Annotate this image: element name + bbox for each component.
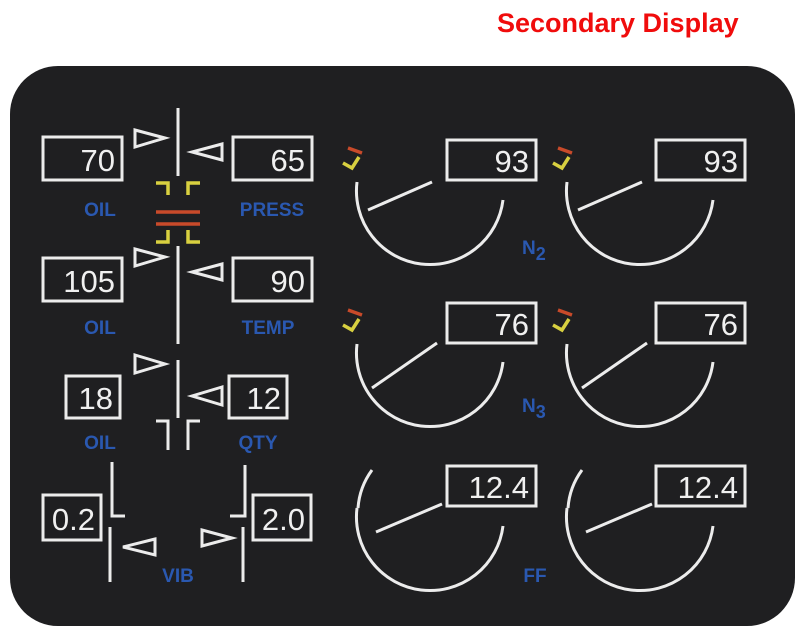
oil-temp-left-box [41, 256, 124, 303]
pointer-right-icon [186, 262, 224, 282]
display-screen [10, 66, 795, 626]
redline-mark-icon [557, 146, 573, 155]
vib-label: VIB [162, 566, 194, 587]
n3-left-box [445, 301, 538, 345]
vib-left-scale [108, 462, 125, 582]
n3-left-gauge: 76 [342, 301, 538, 429]
vib-right-value: 2.0 [262, 502, 305, 537]
n2-label-sub: 2 [536, 244, 546, 264]
n3-label-sub: 3 [536, 402, 546, 422]
vib-right-box [251, 493, 313, 542]
ff-left-box [445, 464, 538, 508]
oil-temp-group: 105 90 OIL TEMP [41, 246, 314, 344]
vib-left-value: 0.2 [52, 502, 95, 537]
pointer-left-icon [133, 128, 171, 150]
redline-mark-icon [347, 308, 363, 317]
gauge-arc [564, 181, 715, 267]
oil-temp-right-box [231, 256, 314, 303]
ff-right-gauge: 12.4 [564, 464, 747, 593]
pointer-right-icon [200, 528, 238, 548]
ff-gauges: 12.4 12.4 FF [354, 464, 747, 593]
oil-press-group: 70 65 OIL PRESS [41, 108, 314, 244]
ff-right-value: 12.4 [678, 470, 738, 505]
gauge-needle [581, 341, 648, 390]
oil-qty-group: 18 12 OIL QTY [64, 352, 289, 454]
n2-label-main: N [522, 238, 536, 259]
n3-left-value: 76 [495, 307, 529, 342]
oil-press-left-value: 70 [81, 143, 115, 178]
gauge-arc [564, 469, 715, 593]
vib-left-box [41, 493, 103, 542]
temp-label: TEMP [242, 318, 295, 339]
gauge-needle [577, 180, 643, 212]
caution-mark-icon [552, 318, 571, 333]
n3-right-box [654, 301, 747, 345]
oil-qty-left-box [64, 374, 122, 420]
oil-qty-left-value: 18 [79, 381, 113, 416]
oil-label: OIL [84, 318, 116, 339]
gauge-arc [354, 469, 505, 593]
n3-label: N3 [522, 396, 546, 422]
caution-bracket-icon [156, 181, 200, 244]
oil-press-left-box [41, 135, 124, 182]
n2-right-value: 93 [704, 144, 738, 179]
pointer-left-icon [122, 537, 157, 557]
oil-label: OIL [84, 433, 116, 454]
n2-label: N2 [522, 238, 546, 264]
gauge-needle [585, 502, 653, 534]
pointer-left-icon [133, 247, 171, 269]
press-label: PRESS [240, 200, 304, 221]
redline-mark-icon [557, 308, 573, 317]
vib-right-scale [230, 465, 247, 582]
caution-mark-icon [552, 156, 571, 171]
n3-gauges: 76 76 N3 [342, 301, 747, 429]
oil-qty-right-box [227, 374, 289, 420]
n3-right-gauge: 76 [552, 301, 747, 429]
gauge-needle [367, 180, 433, 212]
pointer-right-icon [186, 384, 224, 408]
oil-label: OIL [84, 200, 116, 221]
gauge-needle [375, 502, 443, 534]
n2-right-gauge: 93 [552, 138, 747, 267]
oil-press-right-value: 65 [271, 143, 305, 178]
ff-label: FF [523, 566, 546, 587]
oil-temp-right-value: 90 [271, 264, 305, 299]
gauge-arc [354, 343, 505, 429]
n2-gauges: 93 93 N2 [342, 138, 747, 267]
n2-right-box [654, 138, 747, 182]
ff-left-value: 12.4 [469, 470, 529, 505]
n3-right-value: 76 [704, 307, 738, 342]
ff-left-gauge: 12.4 [354, 464, 538, 593]
limit-bracket-icon [156, 419, 200, 450]
redline-mark-icon [347, 146, 363, 155]
oil-press-right-box [231, 135, 314, 182]
gauge-needle [371, 341, 438, 390]
oil-qty-right-value: 12 [247, 381, 281, 416]
pointer-right-icon [186, 142, 224, 162]
n2-left-value: 93 [495, 144, 529, 179]
vib-group: 0.2 2.0 VIB [41, 462, 313, 587]
n2-left-gauge: 93 [342, 138, 538, 267]
caution-mark-icon [342, 156, 361, 171]
qty-label: QTY [238, 433, 277, 454]
oil-temp-left-value: 105 [63, 264, 115, 299]
caution-mark-icon [342, 318, 361, 333]
page-title: Secondary Display [497, 8, 739, 38]
pointer-left-icon [133, 352, 171, 376]
ff-right-box [654, 464, 747, 508]
gauge-arc [354, 181, 505, 267]
n2-left-box [445, 138, 538, 182]
n3-label-main: N [522, 396, 536, 417]
gauge-arc [564, 343, 715, 429]
